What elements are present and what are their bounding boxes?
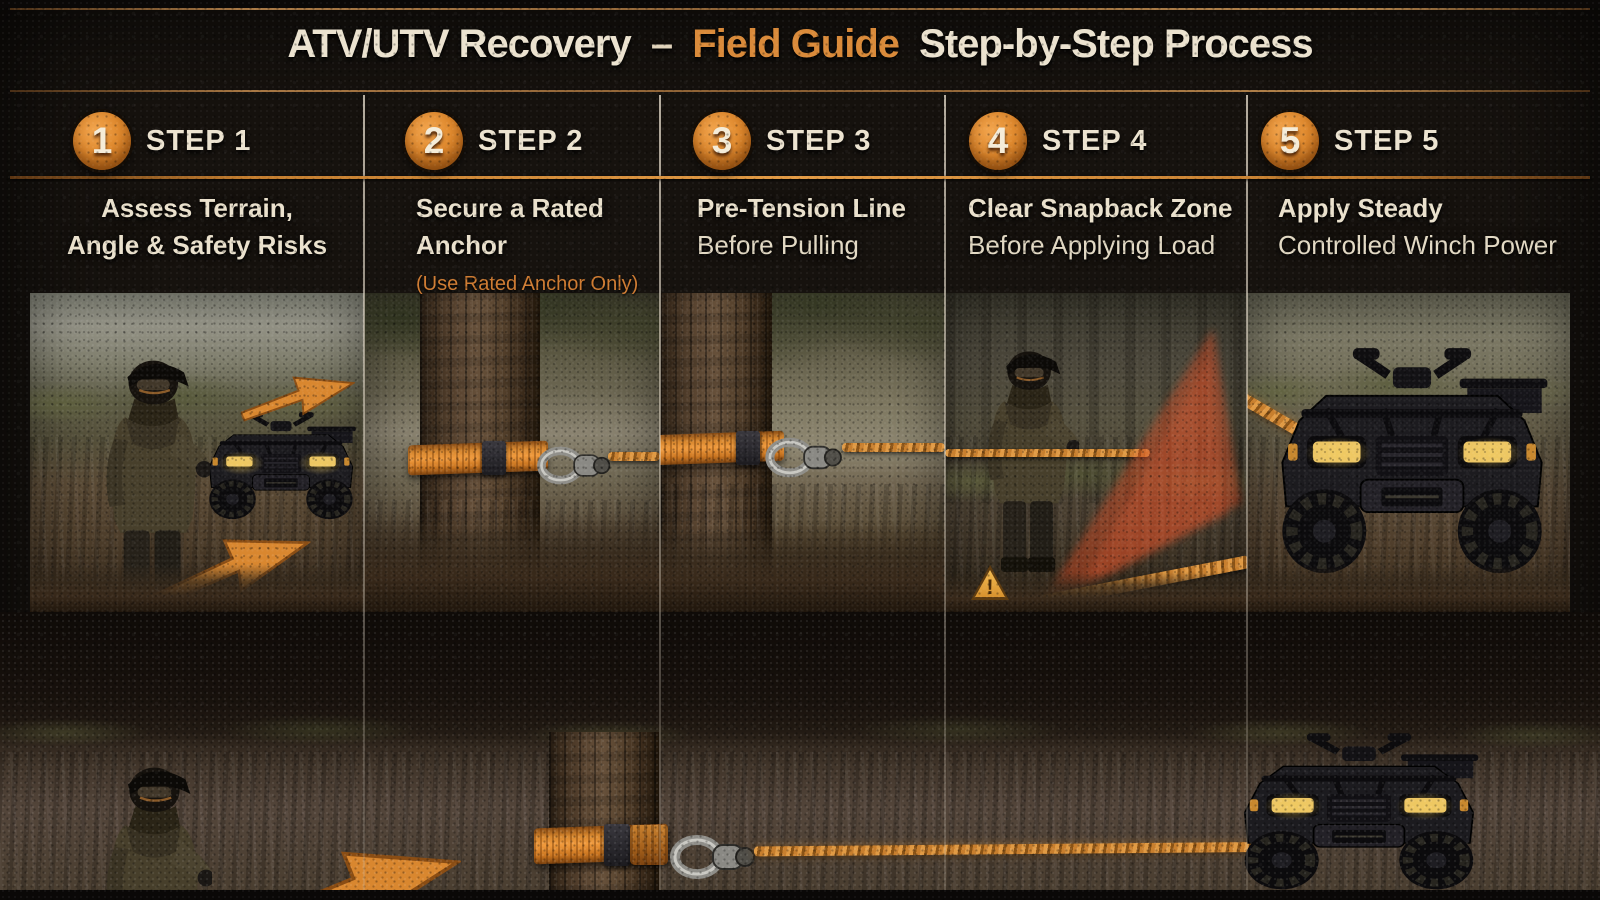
step-badge-4: 4	[969, 112, 1027, 170]
bottom-panorama	[0, 612, 1600, 892]
step-label: STEP 3	[766, 124, 872, 157]
headlight-glow	[1264, 792, 1322, 820]
step-title-line2: Before Applying Load	[968, 230, 1216, 260]
column-divider	[363, 95, 365, 890]
scene-2-illustration	[364, 293, 660, 612]
step-title-line1: Secure a Rated	[416, 193, 604, 223]
panorama-rider-figure	[105, 766, 212, 892]
step-label: STEP 5	[1334, 124, 1440, 157]
step-badge-3: 3	[693, 112, 751, 170]
step-number: 2	[423, 120, 445, 161]
headlight-glow	[298, 451, 344, 475]
step-title-line2: Angle & Safety Risks	[66, 230, 328, 260]
step-title-line1: Assess Terrain,	[101, 193, 293, 223]
copper-line-under-title	[10, 90, 1590, 92]
warning-exclamation: !	[986, 576, 994, 599]
step-badge-2: 2	[405, 112, 463, 170]
column-divider	[1246, 95, 1248, 890]
warning-icon: !	[971, 565, 1009, 600]
step-description-1: Assess Terrain, Angle & Safety Risks	[30, 190, 364, 264]
step-description-4: Clear Snapback Zone Before Applying Load	[968, 190, 1232, 264]
step-description-3: Pre-Tension Line Before Pulling	[697, 190, 906, 264]
anchor-strap	[408, 440, 548, 476]
step-label: STEP 1	[146, 124, 252, 157]
shackle-icon	[764, 435, 846, 480]
winch-line	[608, 452, 660, 461]
step-title-line2: Before Pulling	[697, 230, 859, 260]
orange-rule	[10, 176, 1590, 179]
title-lead: ATV/UTV Recovery	[287, 22, 631, 66]
panorama-shackle-icon	[668, 832, 760, 882]
strap-buckle	[736, 431, 760, 465]
step-title-line1: Clear Snapback Zone	[968, 193, 1233, 223]
step-header-4: 4 STEP 4	[969, 112, 1147, 170]
shackle-icon	[536, 444, 614, 487]
headlight-glow	[1305, 437, 1371, 469]
frame-top	[0, 0, 1600, 8]
step-title-line2: Controlled Winch Power	[1278, 230, 1557, 260]
winch-line	[945, 449, 1150, 457]
ground-shadow	[364, 512, 660, 612]
column-divider	[944, 95, 946, 890]
page-title: ATV/UTV Recovery – Field Guide Step-by-S…	[0, 22, 1600, 67]
copper-line-top	[10, 8, 1590, 10]
step-label: STEP 4	[1042, 124, 1148, 157]
panorama-strap-guard	[630, 825, 668, 865]
ground-shadow	[1247, 566, 1570, 612]
step-description-5: Apply Steady Controlled Winch Power	[1278, 190, 1557, 264]
step-number: 1	[91, 120, 113, 161]
headlight-glow	[1396, 792, 1454, 820]
panorama-tree-anchor	[549, 732, 659, 892]
dark-soil-band	[0, 612, 1600, 747]
headlight-glow	[1457, 437, 1523, 469]
step-badge-1: 1	[73, 112, 131, 170]
step-header-2: 2 STEP 2	[405, 112, 583, 170]
step-number: 3	[711, 120, 733, 161]
step-number: 5	[1279, 120, 1301, 161]
title-highlight: Field Guide	[692, 22, 900, 66]
step-title-line1: Apply Steady	[1278, 193, 1443, 223]
scene-3-illustration	[660, 293, 945, 612]
step-note: (Use Rated Anchor Only)	[416, 273, 639, 295]
step-header-1: 1 STEP 1	[73, 112, 251, 170]
step-header-5: 5 STEP 5	[1261, 112, 1439, 170]
strap-buckle	[482, 441, 506, 475]
title-tail: Step-by-Step Process	[919, 22, 1313, 66]
scene-1-illustration	[30, 293, 364, 612]
ground-shadow	[30, 564, 364, 612]
winch-line	[842, 443, 945, 452]
snapback-zone-overlay	[1037, 329, 1241, 611]
ground-shadow	[660, 522, 945, 612]
step-badge-5: 5	[1261, 112, 1319, 170]
step-title-line2: Anchor	[416, 230, 507, 260]
frame-bottom	[0, 890, 1600, 900]
headlight-glow	[218, 451, 264, 475]
step-title-line1: Pre-Tension Line	[697, 193, 906, 223]
step-label: STEP 2	[478, 124, 584, 157]
panorama-strap-buckle	[604, 824, 630, 866]
scene-4-illustration: !	[945, 293, 1247, 612]
column-divider	[659, 95, 661, 890]
title-separator: –	[650, 22, 673, 66]
step-number: 4	[987, 120, 1009, 161]
step-header-3: 3 STEP 3	[693, 112, 871, 170]
scene-5-illustration	[1247, 293, 1570, 612]
step-description-2: Secure a Rated Anchor (Use Rated Anchor …	[416, 190, 638, 296]
